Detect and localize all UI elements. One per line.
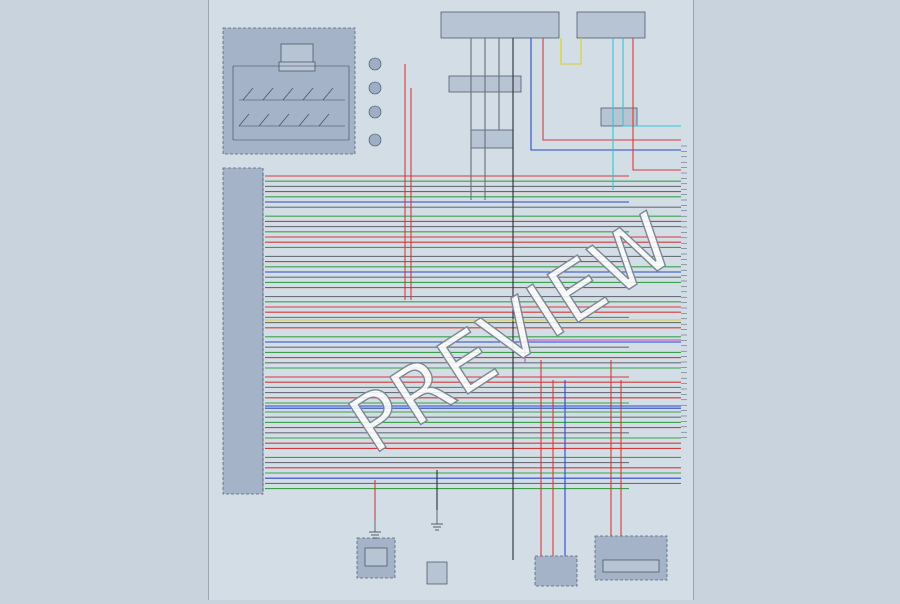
right-terminal-ticks	[681, 145, 687, 438]
bottom-left-component-core	[364, 547, 388, 567]
wire-vertical	[632, 38, 681, 171]
wire-vertical	[560, 38, 582, 65]
bottom-right-module	[594, 535, 668, 581]
bottom-center-switch	[426, 561, 448, 585]
diagram-sheet: PREVIEW	[208, 0, 694, 600]
bottom-right-module-core	[602, 559, 660, 573]
wire-vertical	[622, 38, 681, 127]
wire-harness	[265, 38, 681, 560]
bottom-right-connector-a	[534, 555, 578, 587]
round-connector-stack	[368, 57, 382, 147]
wiring-diagram-svg: PREVIEW	[222, 11, 692, 587]
ground-symbol-icon	[369, 510, 443, 539]
top-connector-b	[576, 11, 646, 39]
mid-connector-c	[600, 107, 638, 127]
wire-vertical	[530, 38, 681, 151]
top-connector-a	[440, 11, 560, 39]
left-main-module	[222, 167, 264, 495]
top-left-module-switches	[232, 65, 350, 141]
wire-vertical	[542, 38, 681, 141]
mid-connector-b	[470, 129, 514, 149]
top-left-module-inner-sub	[278, 61, 316, 72]
